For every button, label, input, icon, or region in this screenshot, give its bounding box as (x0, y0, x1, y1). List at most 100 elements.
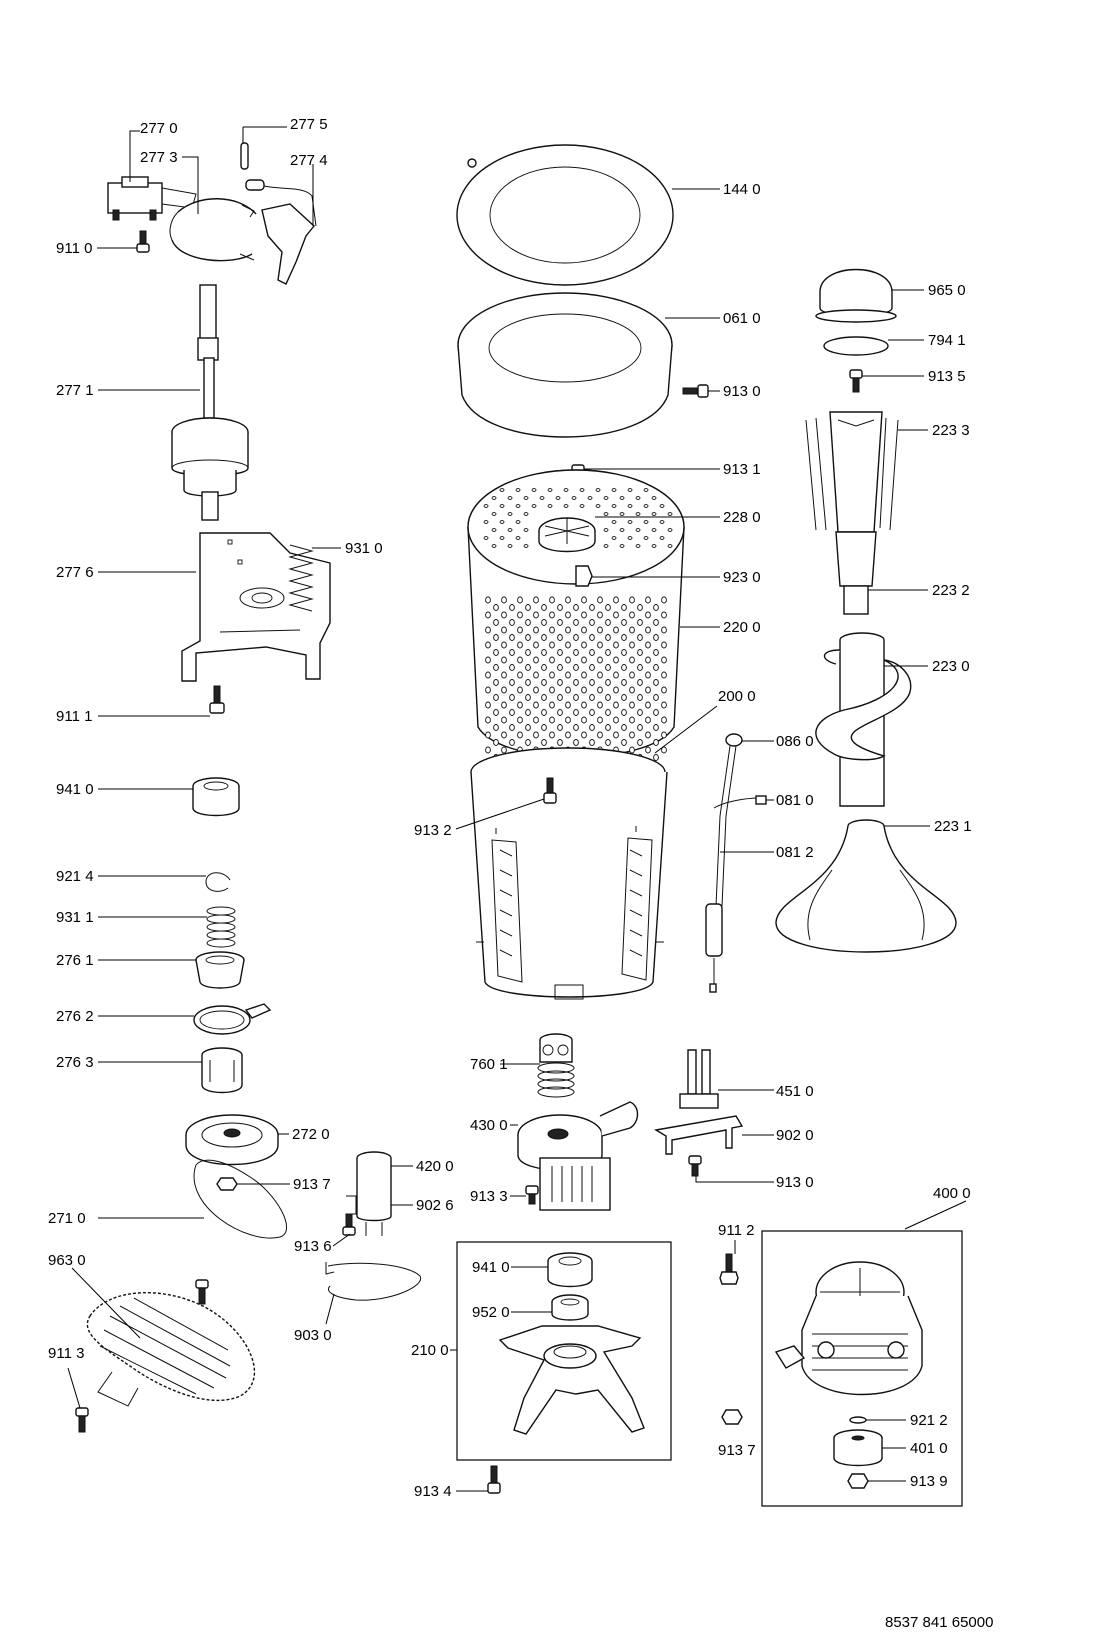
label-9134: 913 4 (414, 1483, 452, 1500)
basket-perforation (533, 731, 539, 739)
basket-perforation (525, 679, 531, 686)
part-4200-capacitor (356, 1151, 392, 1236)
basket-perforation (581, 716, 587, 724)
part-9630-filter (86, 1292, 256, 1407)
part-9136-screw (342, 1213, 356, 1236)
basket-perforation (613, 716, 619, 724)
part-4010-motor-pulley (833, 1429, 883, 1467)
basket-perforation (661, 671, 667, 679)
label-0610: 061 0 (723, 310, 761, 327)
basket-perforation (667, 544, 673, 548)
basket-perforation (541, 664, 547, 671)
basket-perforation (515, 504, 521, 508)
basket-perforation (651, 496, 657, 500)
basket-perforation (637, 664, 643, 671)
basket-perforation (565, 731, 571, 739)
label-0810: 081 0 (776, 792, 814, 809)
basket-perforation (589, 664, 595, 671)
basket-perforation (573, 604, 579, 611)
part-9410-bearing-center (547, 1252, 593, 1288)
basket-perforation (517, 626, 523, 634)
part-9113-screws (75, 1279, 209, 1433)
basket-perforation (547, 488, 553, 492)
basket-perforation (589, 739, 595, 746)
part-9020-bracket (654, 1115, 744, 1155)
label-2230: 223 0 (932, 658, 970, 675)
basket-perforation (651, 544, 657, 548)
basket-perforation (619, 544, 625, 548)
basket-perforation (485, 626, 491, 634)
label-0812: 081 2 (776, 844, 814, 861)
basket-perforation (509, 724, 515, 731)
label-2710: 271 0 (48, 1210, 86, 1227)
basket-perforation (517, 611, 523, 619)
basket-perforation (645, 596, 651, 604)
label-2231: 223 1 (934, 818, 972, 835)
basket-perforation (635, 528, 641, 532)
basket-perforation (627, 504, 633, 508)
basket-perforation (667, 528, 673, 532)
basket-perforation (541, 739, 547, 746)
part-9110-screw (136, 230, 150, 253)
basket-perforation (605, 634, 611, 641)
basket-perforation (501, 686, 507, 694)
basket-perforation (653, 724, 659, 731)
basket-perforation (605, 679, 611, 686)
basket-perforation (637, 694, 643, 701)
part-9130-screw-bottom (688, 1155, 702, 1177)
basket-perforation (483, 504, 489, 508)
part-2761-cup (195, 951, 245, 989)
basket-perforation (667, 512, 673, 516)
basket-perforation (621, 664, 627, 671)
part-2762-seal-ring (193, 1003, 272, 1035)
part-2280-hub (538, 517, 596, 553)
basket-perforation (501, 656, 507, 664)
basket-perforation (645, 656, 651, 664)
basket-perforation (637, 634, 643, 641)
basket-perforation (493, 604, 499, 611)
basket-perforation (573, 694, 579, 701)
basket-perforation (533, 686, 539, 694)
label-9026: 902 6 (416, 1197, 454, 1214)
label-4200: 420 0 (416, 1158, 454, 1175)
basket-perforation (523, 544, 529, 548)
basket-perforation (661, 716, 667, 724)
basket-perforation (613, 701, 619, 709)
basket-perforation (501, 641, 507, 649)
label-9410-center: 941 0 (472, 1259, 510, 1276)
basket-perforation (501, 746, 507, 754)
label-9310: 931 0 (345, 540, 383, 557)
label-7601: 760 1 (470, 1056, 508, 1073)
basket-perforation (621, 634, 627, 641)
basket-perforation (589, 679, 595, 686)
label-0860: 086 0 (776, 733, 814, 750)
basket-perforation (589, 619, 595, 626)
basket-perforation (629, 656, 635, 664)
label-9135: 913 5 (928, 368, 966, 385)
basket-perforation (611, 488, 617, 492)
basket-perforation (557, 649, 563, 656)
basket-perforation (597, 641, 603, 649)
basket-perforation (573, 619, 579, 626)
basket-perforation (661, 641, 667, 649)
basket-perforation (661, 626, 667, 634)
basket-perforation (645, 626, 651, 634)
basket-perforation (603, 544, 609, 548)
basket-perforation (501, 701, 507, 709)
part-2710-belt (193, 1159, 287, 1239)
basket-perforation (485, 716, 491, 724)
part-9137-nut-left (216, 1177, 238, 1191)
basket-perforation (605, 709, 611, 716)
basket-perforation (517, 701, 523, 709)
basket-perforation (549, 686, 555, 694)
basket-perforation (485, 656, 491, 664)
basket-perforation (507, 544, 513, 548)
basket-perforation (525, 649, 531, 656)
basket-perforation (499, 488, 505, 492)
basket-perforation (661, 686, 667, 694)
part-9212-washer (849, 1416, 867, 1424)
basket-perforation (541, 694, 547, 701)
basket-perforation (509, 709, 515, 716)
basket-perforation (541, 649, 547, 656)
